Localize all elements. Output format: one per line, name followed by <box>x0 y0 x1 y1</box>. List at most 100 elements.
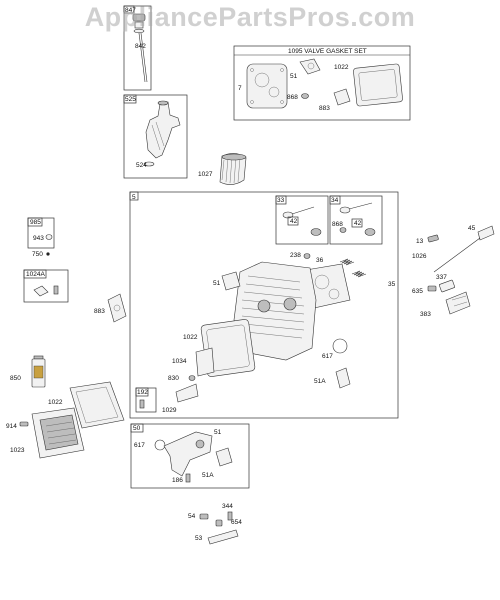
kit-label-883: 883 <box>319 105 330 112</box>
box-34 <box>329 195 383 245</box>
label-635: 635 <box>412 288 423 295</box>
kit-valve-cover-gasket <box>353 63 403 107</box>
o-ring-617 <box>332 338 348 354</box>
intake-manifold-assembly[interactable]: 50 617 51 51A 186 <box>130 423 250 489</box>
label-13: 13 <box>416 238 424 245</box>
label-842: 842 <box>135 43 146 50</box>
label-54: 54 <box>188 513 196 520</box>
intake-valve-assembly[interactable]: 34 868 42 <box>329 195 383 245</box>
valve-spring-a <box>339 258 355 266</box>
kit-exhaust-gasket <box>299 58 321 75</box>
box-label-1024a: 1024A <box>26 271 45 278</box>
valve-cover-assembly[interactable]: 1022 914 1023 <box>6 381 125 459</box>
dipstick-o-ring <box>133 28 145 34</box>
intake-manifold <box>163 431 213 477</box>
box-label-985: 985 <box>30 219 41 226</box>
fuel-injector-parts[interactable]: 13 45 1026 337 635 383 <box>412 225 495 318</box>
kit-label-1022: 1022 <box>334 64 349 71</box>
box-label-5: 5 <box>132 194 136 201</box>
label-337: 337 <box>436 274 447 281</box>
label-45: 45 <box>468 225 476 232</box>
valve-cover-gasket-left <box>69 381 125 429</box>
dipstick-cap <box>132 13 146 22</box>
breather-plate <box>195 347 215 377</box>
bottom-hardware[interactable]: 344 54 654 53 <box>188 503 242 545</box>
label-1022-head: 1022 <box>183 334 198 341</box>
label-1023: 1023 <box>10 447 25 454</box>
dipstick-rod <box>138 32 146 83</box>
kit-1024a[interactable]: 1024A <box>23 269 69 303</box>
kit-intake-gasket <box>333 88 351 106</box>
label-943: 943 <box>33 235 44 242</box>
label-914: 914 <box>6 423 17 430</box>
valve-spring-b <box>351 270 367 278</box>
dipstick-tube-assembly[interactable]: 525 524 <box>123 94 188 179</box>
stud-53 <box>207 529 239 545</box>
label-344: 344 <box>222 503 233 510</box>
label-524: 524 <box>136 162 147 169</box>
spark-plug <box>445 291 471 315</box>
intake-gasket-51a <box>335 367 351 389</box>
kit-label-51: 51 <box>290 73 298 80</box>
tube-seal <box>143 161 155 167</box>
valve-gasket-set-kit[interactable]: 1095 VALVE GASKET SET 7 51 868 883 1022 <box>233 45 411 121</box>
breather-parts[interactable]: 1034 830 192 1029 <box>135 347 215 414</box>
label-51a-head: 51A <box>314 378 326 385</box>
sealant-kit-985[interactable]: 985 943 750 <box>27 217 55 258</box>
label-51-head: 51 <box>213 280 221 287</box>
box-1095 <box>233 45 411 121</box>
exhaust-valve-assembly[interactable]: 33 42 <box>275 195 329 245</box>
label-383: 383 <box>420 311 431 318</box>
kit-label-7: 7 <box>238 85 242 92</box>
intake-seals[interactable]: 617 51A <box>314 338 351 389</box>
valve-keeper-b <box>364 228 376 236</box>
box-label-192: 192 <box>137 389 148 396</box>
valve-cover-gasket[interactable]: 1022 <box>183 319 256 377</box>
box-33 <box>275 195 329 245</box>
label-51a-manifold: 51A <box>202 472 214 479</box>
label-51-manifold: 51 <box>214 429 222 436</box>
label-1022-left: 1022 <box>48 399 63 406</box>
exhaust-valve-stem <box>291 206 315 215</box>
box-label-33: 33 <box>277 197 285 204</box>
label-617-head: 617 <box>322 353 333 360</box>
exhaust-gasket <box>221 271 241 291</box>
box-label-34: 34 <box>331 197 339 204</box>
label-186: 186 <box>172 477 183 484</box>
valve-springs[interactable]: 238 36 35 <box>290 252 396 288</box>
sealant-tube-850[interactable]: 850 <box>10 355 46 388</box>
label-617-manifold: 617 <box>134 442 145 449</box>
intake-valve-stem <box>348 202 373 210</box>
label-830: 830 <box>168 375 179 382</box>
box-847 <box>123 5 152 91</box>
breather-tube <box>175 383 199 403</box>
box-label-525: 525 <box>125 96 136 103</box>
label-750: 750 <box>32 251 43 258</box>
kit-head-gasket <box>246 63 288 109</box>
label-850: 850 <box>10 375 21 382</box>
kit-valve-seal <box>301 93 309 99</box>
label-1027: 1027 <box>198 171 213 178</box>
label-1034: 1034 <box>172 358 187 365</box>
label-53: 53 <box>195 535 203 542</box>
label-36: 36 <box>316 257 324 264</box>
label-1029: 1029 <box>162 407 177 414</box>
box-label-42-b: 42 <box>354 220 362 227</box>
label-35: 35 <box>388 281 396 288</box>
dipstick-tube <box>145 101 181 159</box>
box-50 <box>130 423 250 489</box>
cylinder-head[interactable]: 51 <box>213 261 317 361</box>
intake-gasket-883[interactable]: 883 <box>94 293 127 323</box>
label-1026: 1026 <box>412 253 427 260</box>
box-label-42-a: 42 <box>290 218 298 225</box>
box-label-50: 50 <box>133 425 141 432</box>
oil-filter[interactable]: 1027 <box>198 153 247 185</box>
fuel-rail <box>477 225 495 241</box>
box-525 <box>123 94 188 179</box>
box-5-cylinder-head <box>129 191 399 419</box>
label-868-valve: 868 <box>332 221 343 228</box>
dipstick-assembly[interactable]: 847 842 <box>123 5 152 91</box>
label-238: 238 <box>290 252 301 259</box>
kit-title: 1095 VALVE GASKET SET <box>288 48 367 55</box>
